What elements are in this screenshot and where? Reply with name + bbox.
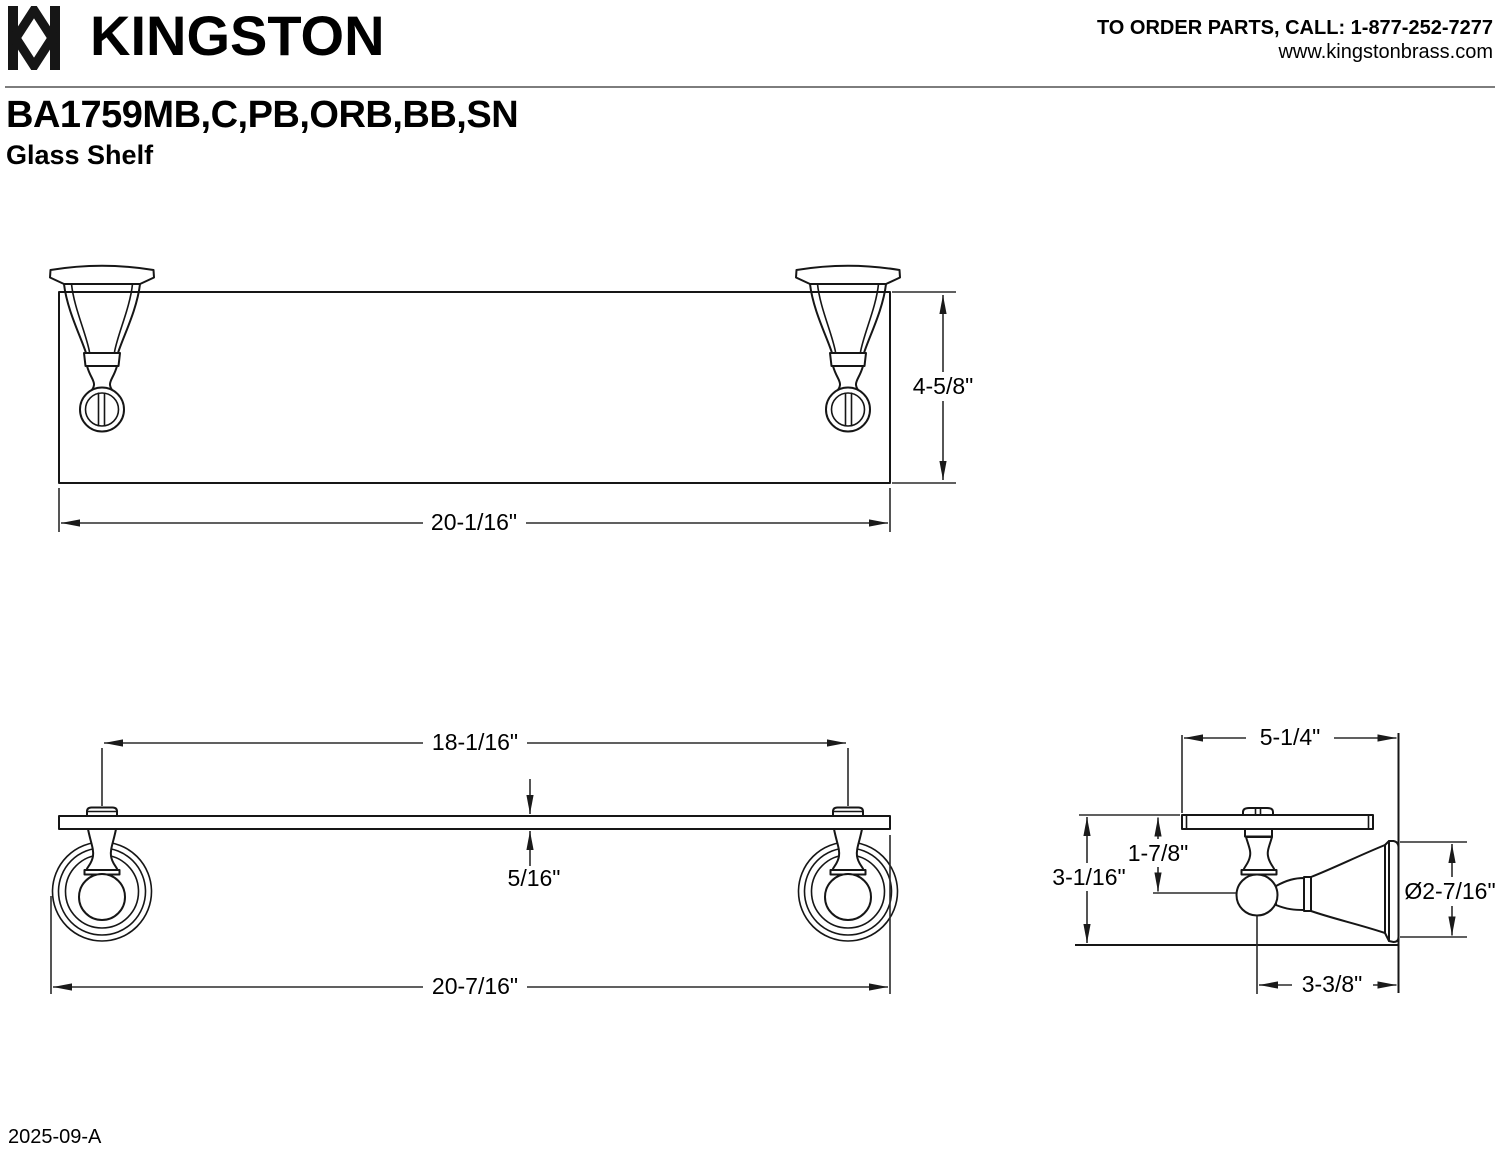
- product-name: Glass Shelf: [6, 140, 154, 170]
- header-divider: [5, 86, 1495, 88]
- dim-overall-width: 20-7/16": [432, 973, 518, 999]
- side-view: 5-1/4" 3-1/16" 1-7/8" Ø2-7/16" 3-3/8": [1052, 724, 1495, 997]
- dim-post-spacing: 18-1/16": [432, 729, 518, 755]
- contact-block: TO ORDER PARTS, CALL: 1-877-252-7277 www…: [1097, 16, 1493, 64]
- dim-wall-projection: 3-3/8": [1302, 971, 1363, 997]
- bottom-view: 18-1/16" 5/16" 20-7/16": [50, 729, 899, 999]
- dim-front-width: 20-1/16": [431, 509, 517, 535]
- front-view: 4-5/8" 20-1/16": [49, 264, 974, 535]
- dim-drop-to-center: 1-7/8": [1128, 840, 1189, 866]
- dim-glass-thickness: 5/16": [508, 865, 561, 891]
- dim-shelf-depth: 5-1/4": [1260, 724, 1321, 750]
- brand-wordmark: KINGSTON: [90, 4, 385, 67]
- revision-label: 2025-09-A: [8, 1126, 102, 1148]
- dim-overall-height: 3-1/16": [1052, 864, 1125, 890]
- dim-front-height: 4-5/8": [913, 373, 974, 399]
- order-phone-line: TO ORDER PARTS, CALL: 1-877-252-7277: [1096, 17, 1493, 39]
- model-codes: BA1759MB,C,PB,ORB,BB,SN: [6, 94, 519, 136]
- kingston-logo-icon: [8, 6, 60, 70]
- website-url: www.kingstonbrass.com: [1278, 41, 1493, 63]
- dim-flange-diameter: Ø2-7/16": [1404, 878, 1495, 904]
